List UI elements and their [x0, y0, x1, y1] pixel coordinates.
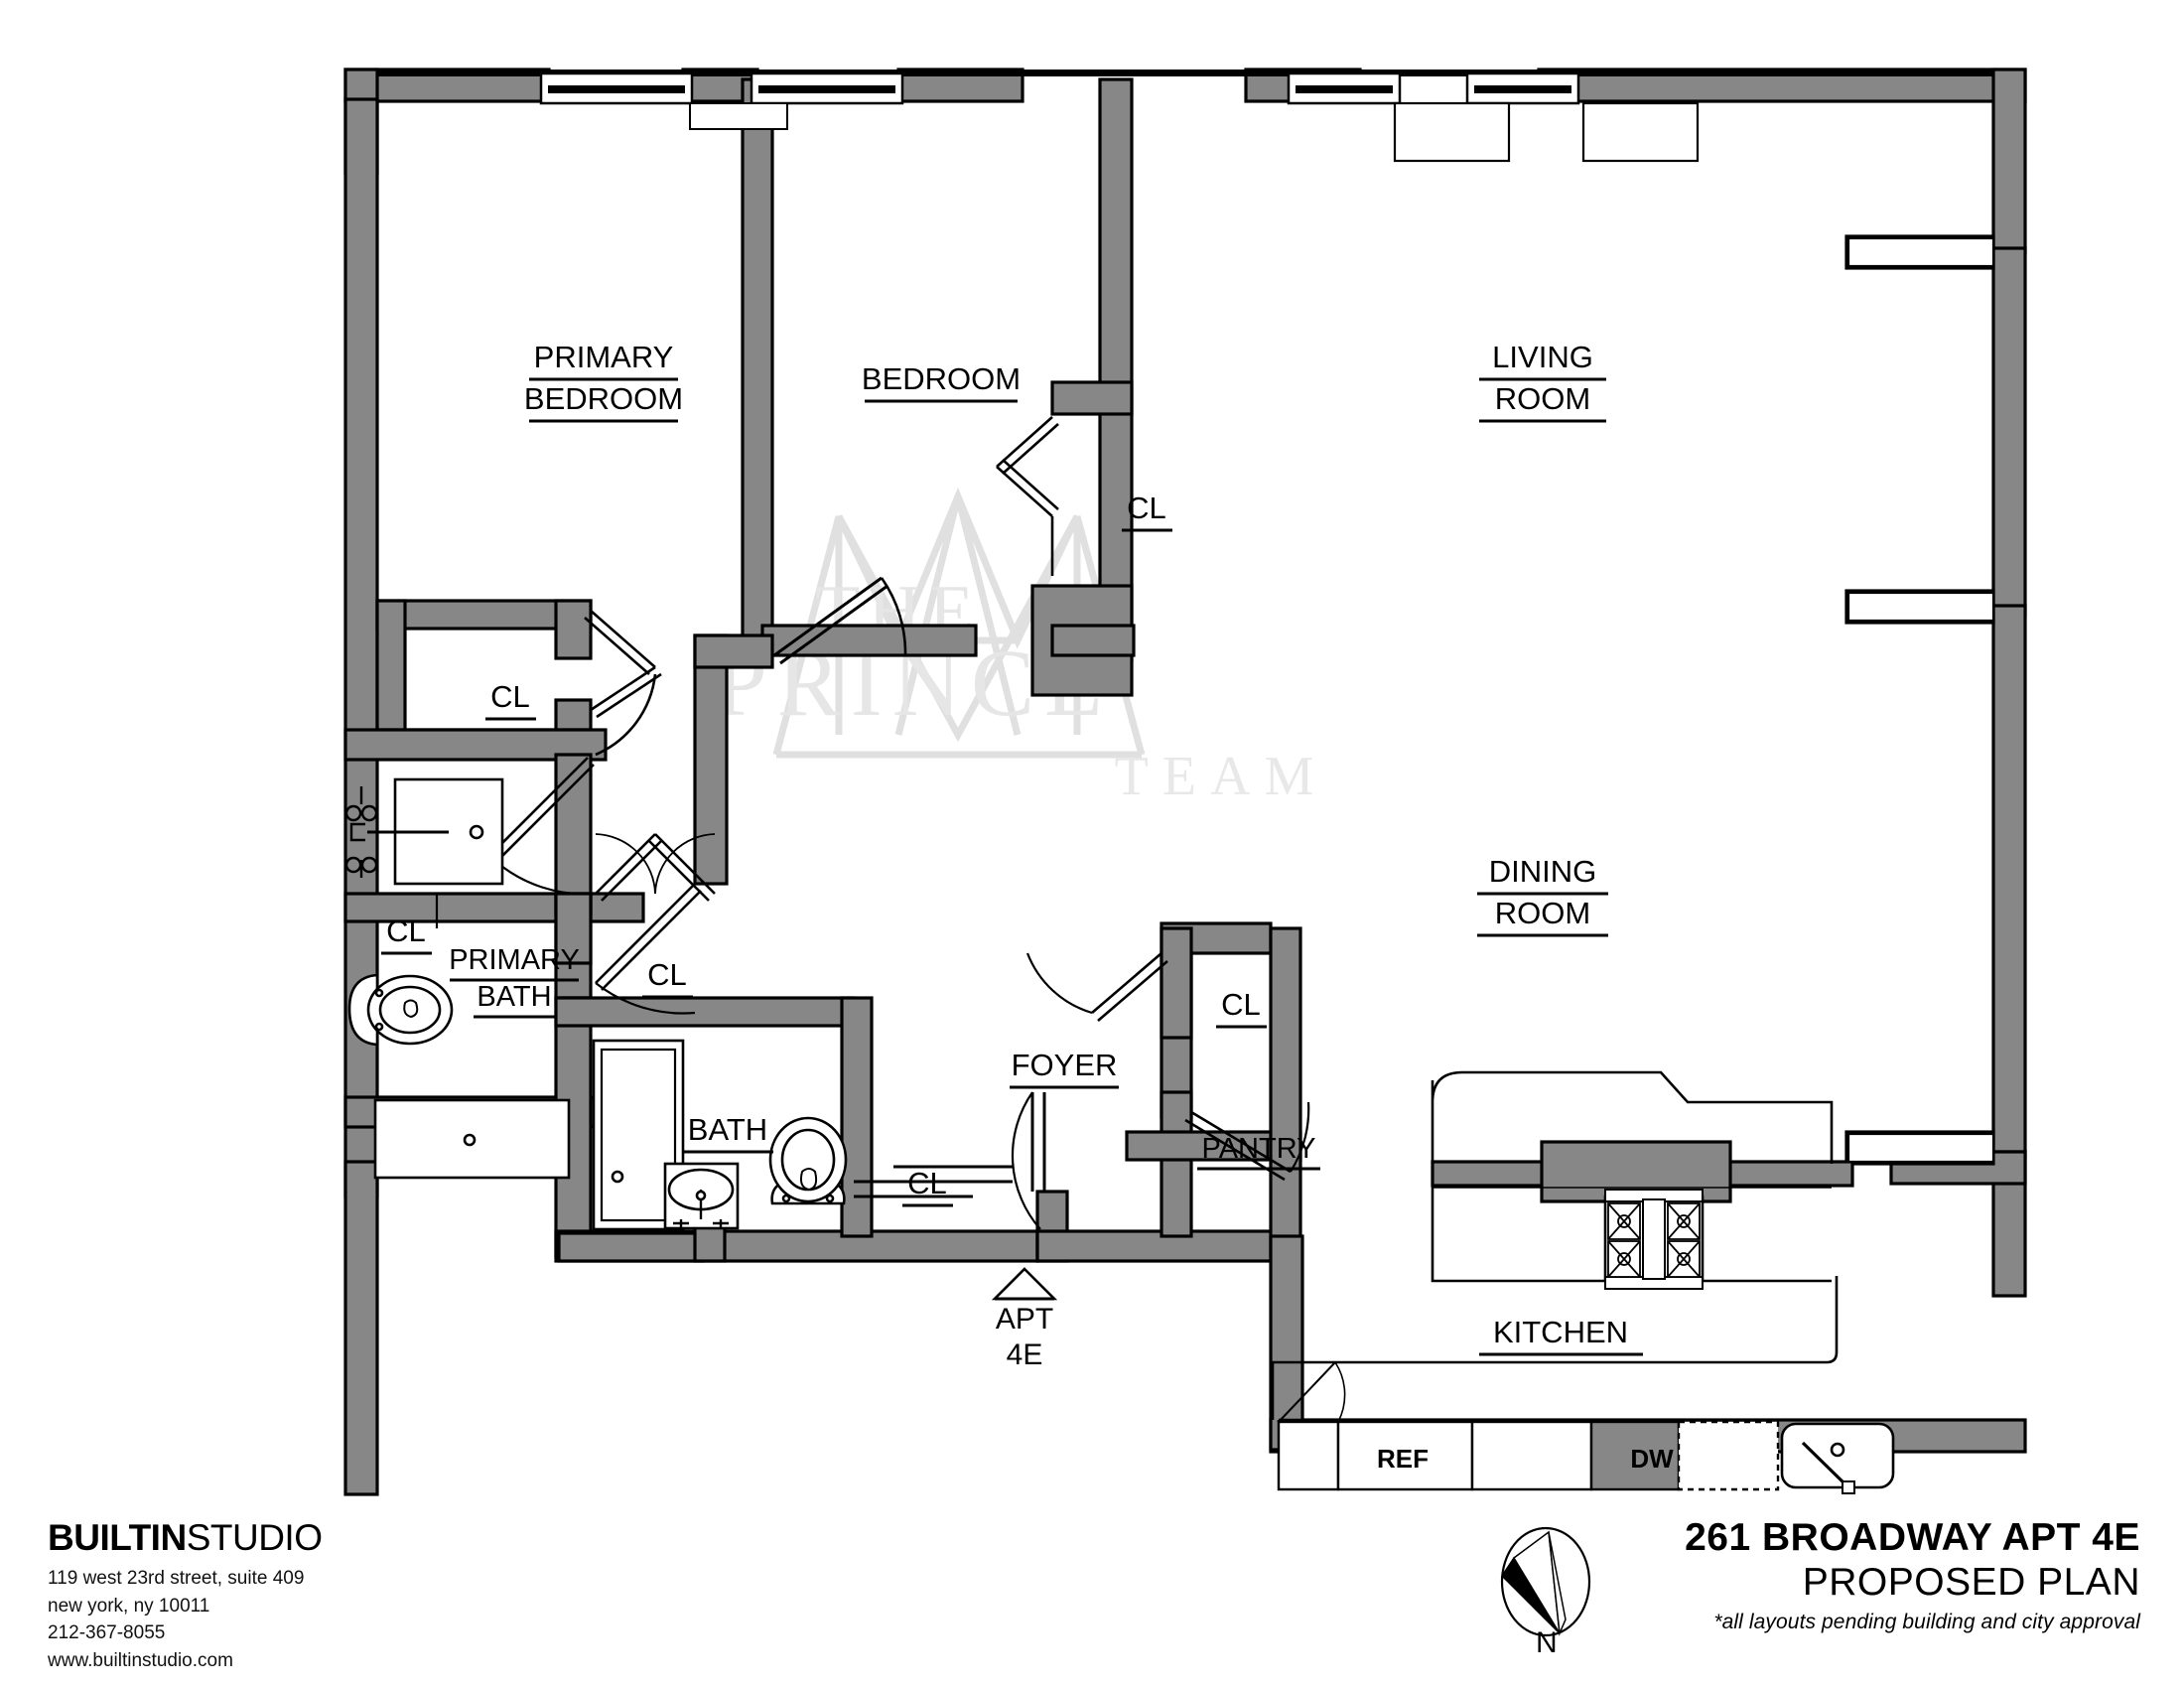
compass-rose: N	[1484, 1524, 1613, 1673]
branding-contact: 119 west 23rd street, suite 409 new york…	[48, 1565, 564, 1674]
window-living-2	[1465, 71, 1580, 105]
website-url[interactable]: www.builtinstudio.com	[48, 1649, 233, 1671]
window-right-2	[1846, 591, 1995, 623]
door-hall-closet	[595, 833, 716, 902]
window-sill-2	[1581, 101, 1700, 163]
window-living-1	[1287, 71, 1402, 105]
door-apartment-entry	[1011, 1091, 1046, 1230]
svg-text:PANTRY: PANTRY	[1202, 1133, 1316, 1165]
phone-number: 212-367-8055	[48, 1622, 166, 1644]
compass-north-label: N	[1536, 1626, 1558, 1659]
label-dining-room: DINING ROOM	[1477, 854, 1608, 937]
label-apartment-entry: APT 4E	[996, 1303, 1053, 1371]
appliance-range	[1603, 1189, 1705, 1290]
fixture-primary-bath-shower	[344, 777, 504, 886]
svg-text:BEDROOM: BEDROOM	[524, 381, 683, 416]
window-right-1	[1846, 236, 1995, 268]
label-closet-hall: CL	[642, 957, 693, 999]
label-closet-bedroom: CL	[1122, 491, 1172, 532]
svg-text:CL: CL	[1127, 491, 1166, 525]
address-line-1: 119 west 23rd street, suite 409	[48, 1568, 305, 1589]
svg-text:PRIMARY: PRIMARY	[449, 944, 580, 976]
walls	[343, 68, 2027, 1496]
svg-text:LIVING: LIVING	[1492, 340, 1593, 374]
svg-text:BATH: BATH	[477, 981, 551, 1013]
svg-text:ROOM: ROOM	[1495, 896, 1590, 930]
plan-subtitle: PROPOSED PLAN	[1802, 1561, 2140, 1605]
entry-marker-triangle	[991, 1267, 1058, 1301]
door-primary-bath-closet	[435, 892, 516, 928]
svg-text:BATH: BATH	[688, 1112, 767, 1147]
branding-block: BUILTINSTUDIO 119 west 23rd street, suit…	[48, 1519, 564, 1674]
label-refrigerator: REF	[1377, 1444, 1429, 1474]
logo-light-text: STUDIO	[186, 1517, 323, 1558]
label-dishwasher: DW	[1630, 1444, 1674, 1474]
fixture-bath-tub	[592, 1039, 685, 1231]
door-primary-bedroom-closet	[584, 610, 662, 757]
title-block: 261 BROADWAY APT 4E PROPOSED PLAN *all l…	[1267, 1516, 2140, 1634]
label-bedroom: BEDROOM	[862, 361, 1021, 403]
label-pantry: PANTRY	[1197, 1133, 1320, 1171]
door-primary-bath	[489, 757, 595, 896]
windows	[539, 71, 1995, 1164]
label-foyer: FOYER	[1010, 1048, 1119, 1089]
label-closet-primary-bath: CL	[381, 914, 432, 955]
label-closet-dining: CL	[1216, 987, 1267, 1029]
door-bedroom	[773, 576, 907, 665]
window-sill-1	[1393, 101, 1511, 163]
window-sill-3	[689, 102, 788, 130]
label-living-room: LIVING ROOM	[1479, 340, 1606, 423]
svg-text:DINING: DINING	[1489, 854, 1597, 889]
plan-title: 261 BROADWAY APT 4E	[1685, 1516, 2140, 1559]
svg-text:CL: CL	[647, 957, 687, 992]
builtinstudio-logo: BUILTINSTUDIO	[48, 1519, 564, 1556]
svg-text:FOYER: FOYER	[1012, 1048, 1118, 1082]
label-primary-bath: PRIMARY BATH	[449, 944, 580, 1019]
plan-labels: PRIMARY BEDROOM BEDROOM LIVING ROOM DINI…	[381, 340, 1674, 1474]
door-bedroom-closet	[996, 416, 1059, 576]
svg-text:CL: CL	[490, 679, 530, 714]
svg-text:BEDROOM: BEDROOM	[862, 361, 1021, 396]
fixture-bath-sink	[663, 1162, 740, 1230]
svg-text:TEAM: TEAM	[1115, 746, 1328, 807]
svg-text:APT: APT	[996, 1303, 1053, 1336]
fixture-primary-bath-toilet	[347, 973, 454, 1047]
label-closet-primary-bedroom: CL	[485, 679, 536, 721]
svg-text:ROOM: ROOM	[1495, 381, 1590, 416]
label-bath: BATH	[683, 1112, 773, 1154]
svg-text:CL: CL	[386, 914, 426, 948]
doors	[435, 416, 1310, 1230]
north-arrow-icon	[1500, 1526, 1591, 1637]
window-bedroom	[750, 71, 904, 105]
fixtures	[344, 777, 1895, 1494]
svg-text:CL: CL	[1221, 987, 1261, 1022]
fixture-bath-toilet	[768, 1116, 848, 1205]
svg-text:4E: 4E	[1007, 1338, 1043, 1371]
label-primary-bedroom: PRIMARY BEDROOM	[524, 340, 683, 423]
kitchen-base-cabinets	[1277, 1361, 1780, 1491]
fixture-primary-bath-pan	[373, 1098, 571, 1180]
svg-text:KITCHEN: KITCHEN	[1493, 1315, 1628, 1349]
door-foyer-hall	[595, 883, 702, 1015]
door-dining-closet	[1025, 952, 1168, 1022]
label-kitchen: KITCHEN	[1479, 1315, 1643, 1356]
address-line-2: new york, ny 10011	[48, 1595, 210, 1617]
window-right-3	[1846, 1132, 1995, 1164]
svg-text:PRIMARY: PRIMARY	[534, 340, 674, 374]
logo-bold-text: BUILTIN	[48, 1517, 187, 1558]
window-primary-bedroom	[539, 71, 694, 105]
door-foyer-closet	[854, 1165, 1013, 1198]
appliance-sink	[1780, 1422, 1895, 1494]
svg-text:CL: CL	[907, 1166, 947, 1200]
label-closet-foyer: CL	[902, 1166, 953, 1207]
plan-disclaimer: *all layouts pending building and city a…	[1713, 1610, 2140, 1633]
